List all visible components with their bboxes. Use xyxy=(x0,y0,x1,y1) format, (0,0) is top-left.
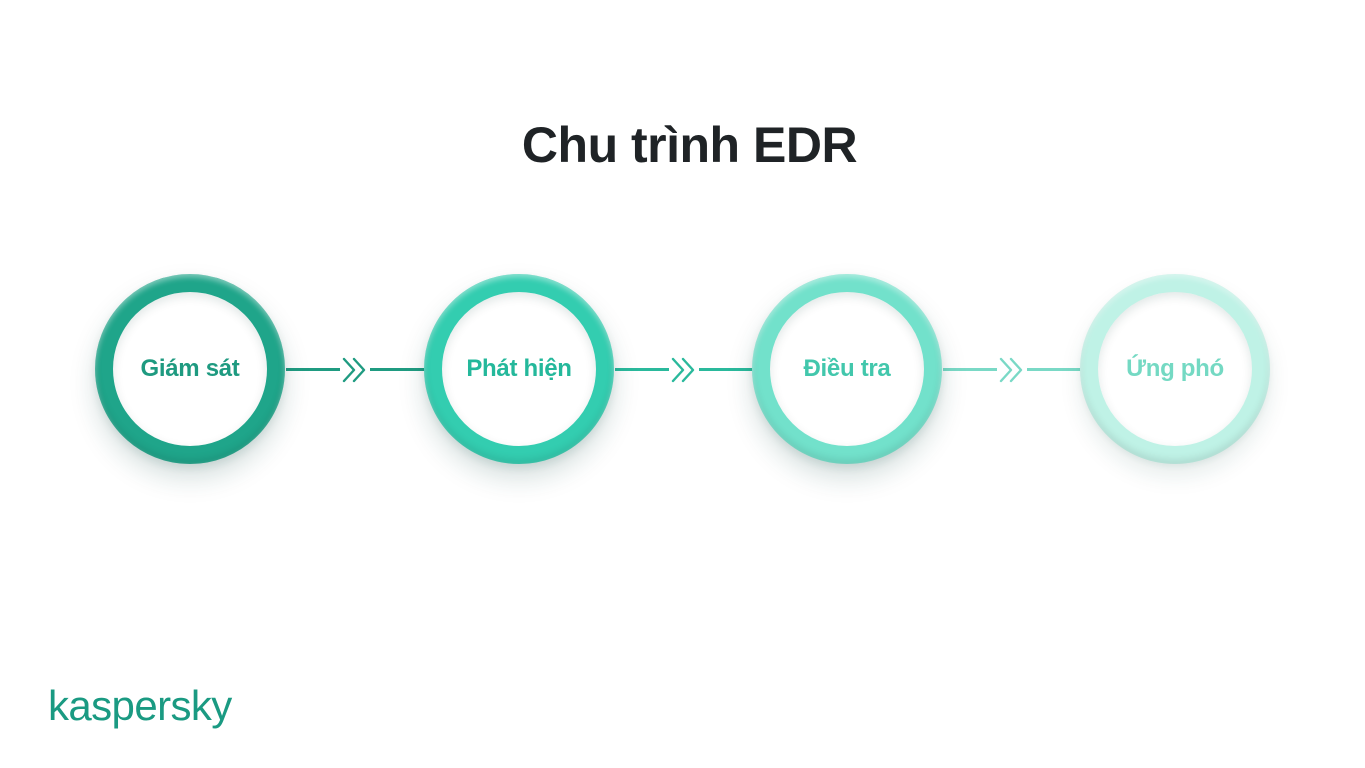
step-label: Giám sát xyxy=(140,355,240,382)
double-chevron-right-icon xyxy=(340,356,370,384)
step-node-detection: Phát hiện xyxy=(424,274,614,464)
step-node-monitoring: Giám sát xyxy=(95,274,285,464)
page-title: Chu trình EDR xyxy=(521,117,858,173)
kaspersky-logo: kaspersky xyxy=(48,682,232,729)
step-node-response: Ứng phó xyxy=(1080,274,1270,464)
double-chevron-right-icon xyxy=(669,356,699,384)
double-chevron-right-icon xyxy=(997,356,1027,384)
step-label: Phát hiện xyxy=(466,355,572,382)
step-label: Điều tra xyxy=(803,355,891,382)
step-label: Ứng phó xyxy=(1126,355,1224,382)
step-node-investigation: Điều tra xyxy=(752,274,942,464)
